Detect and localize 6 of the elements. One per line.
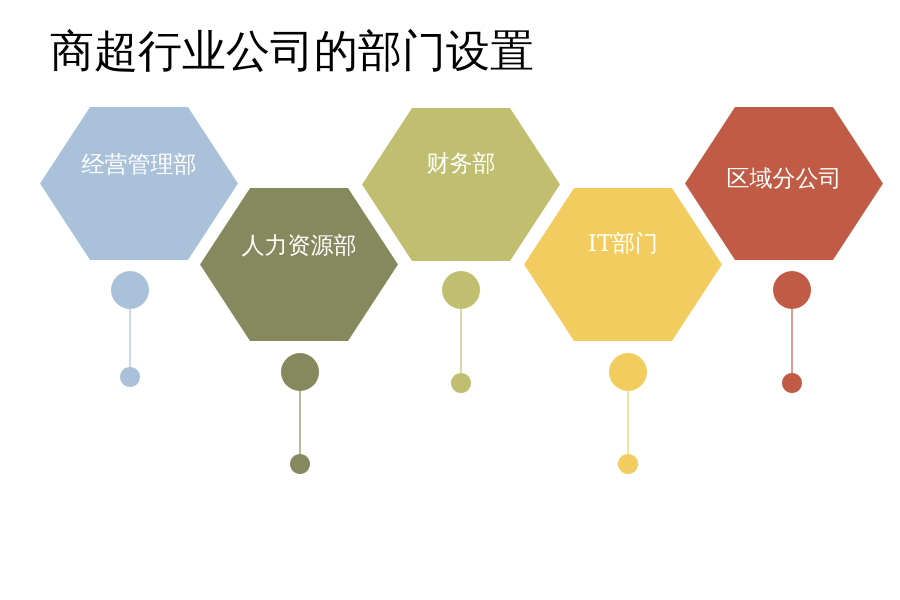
department-label: 财务部 bbox=[426, 150, 496, 179]
department-label: 经营管理部 bbox=[82, 151, 196, 180]
department-label: 区域分公司 bbox=[726, 165, 842, 194]
title: 商超行业公司的部门设置 bbox=[50, 25, 534, 79]
department-label: IT部门 bbox=[588, 230, 658, 259]
department-label: 人力资源部 bbox=[242, 232, 356, 261]
